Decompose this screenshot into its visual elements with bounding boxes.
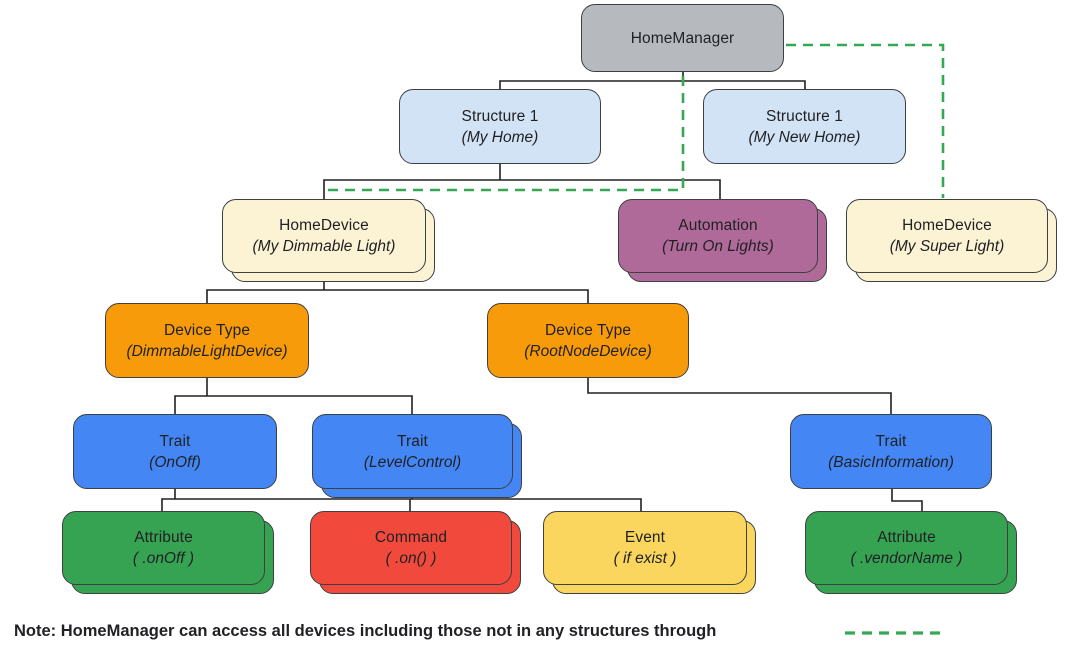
node-box: Attribute ( .onOff ) <box>62 511 265 585</box>
node-box: Attribute ( .vendorName ) <box>805 511 1008 585</box>
node-title: Device Type <box>163 321 251 339</box>
node-title: Automation <box>678 217 758 234</box>
dashed-access-links <box>325 43 945 198</box>
node-automation: Automation (Turn On Lights) <box>618 199 827 282</box>
node-box: Trait (OnOff) <box>73 414 277 489</box>
node-box: HomeDevice (My Super Light) <box>846 199 1048 273</box>
node-homedevice-super: HomeDevice (My Super Light) <box>846 199 1057 282</box>
node-box: Trait (LevelControl) <box>312 414 513 489</box>
node-title: Structure 1 <box>766 107 843 125</box>
note-text: Note: HomeManager can access all devices… <box>14 622 717 640</box>
node-title: Command <box>374 529 448 546</box>
node-title: Trait <box>875 432 907 450</box>
node-trait-levelcontrol: Trait (LevelControl) <box>312 414 522 498</box>
node-subtitle: (My Dimmable Light) <box>252 238 396 255</box>
node-box: Device Type (RootNodeDevice) <box>487 303 689 378</box>
node-command-on: Command ( .on() ) <box>310 511 521 594</box>
node-subtitle: (BasicInformation) <box>828 453 954 471</box>
node-subtitle: (My Super Light) <box>889 238 1005 255</box>
node-event-ifexist: Event ( if exist ) <box>543 511 756 594</box>
node-subtitle: ( if exist ) <box>613 550 677 567</box>
node-box: Device Type (DimmableLightDevice) <box>105 303 309 378</box>
node-homedevice-dimmable: HomeDevice (My Dimmable Light) <box>222 199 435 282</box>
node-box: Structure 1 (My Home) <box>399 89 601 164</box>
node-box: Automation (Turn On Lights) <box>618 199 818 273</box>
node-box: HomeDevice (My Dimmable Light) <box>222 199 426 273</box>
node-trait-basicinformation: Trait (BasicInformation) <box>790 414 992 489</box>
node-subtitle: ( .on() ) <box>385 550 437 567</box>
node-title: HomeManager <box>630 29 735 47</box>
node-subtitle: (RootNodeDevice) <box>524 342 652 360</box>
node-title: HomeDevice <box>902 217 992 234</box>
node-subtitle: (OnOff) <box>149 453 201 471</box>
node-structure-my-home: Structure 1 (My Home) <box>399 89 601 164</box>
node-subtitle: (My New Home) <box>748 128 861 146</box>
note-row: Note: HomeManager can access all devices… <box>14 622 716 641</box>
node-box: HomeManager <box>581 4 784 72</box>
node-structure-my-new-home: Structure 1 (My New Home) <box>703 89 906 164</box>
node-subtitle: (LevelControl) <box>363 453 462 471</box>
node-subtitle: (My Home) <box>461 128 539 146</box>
node-devicetype-dimmable: Device Type (DimmableLightDevice) <box>105 303 309 378</box>
node-subtitle: ( .onOff ) <box>132 550 195 567</box>
node-trait-onoff: Trait (OnOff) <box>73 414 277 489</box>
node-title: Attribute <box>877 529 936 546</box>
node-subtitle: (Turn On Lights) <box>662 238 774 255</box>
dashed-link-dimmable-light <box>325 76 685 192</box>
node-homemanager: HomeManager <box>581 4 784 72</box>
node-box: Structure 1 (My New Home) <box>703 89 906 164</box>
node-title: Event <box>624 529 666 546</box>
node-subtitle: ( .vendorName ) <box>850 550 963 567</box>
node-box: Event ( if exist ) <box>543 511 747 585</box>
node-box: Trait (BasicInformation) <box>790 414 992 489</box>
node-title: Attribute <box>134 529 193 546</box>
node-title: Trait <box>397 432 428 450</box>
dashed-link-super-light <box>786 43 945 198</box>
node-attribute-vendorname: Attribute ( .vendorName ) <box>805 511 1017 594</box>
node-subtitle: (DimmableLightDevice) <box>126 342 288 360</box>
node-attribute-onoff: Attribute ( .onOff ) <box>62 511 274 594</box>
node-title: Device Type <box>544 321 632 339</box>
node-title: HomeDevice <box>279 217 369 234</box>
node-box: Command ( .on() ) <box>310 511 512 585</box>
node-title: Structure 1 <box>461 107 539 125</box>
node-title: Trait <box>159 432 191 450</box>
node-devicetype-rootnode: Device Type (RootNodeDevice) <box>487 303 689 378</box>
